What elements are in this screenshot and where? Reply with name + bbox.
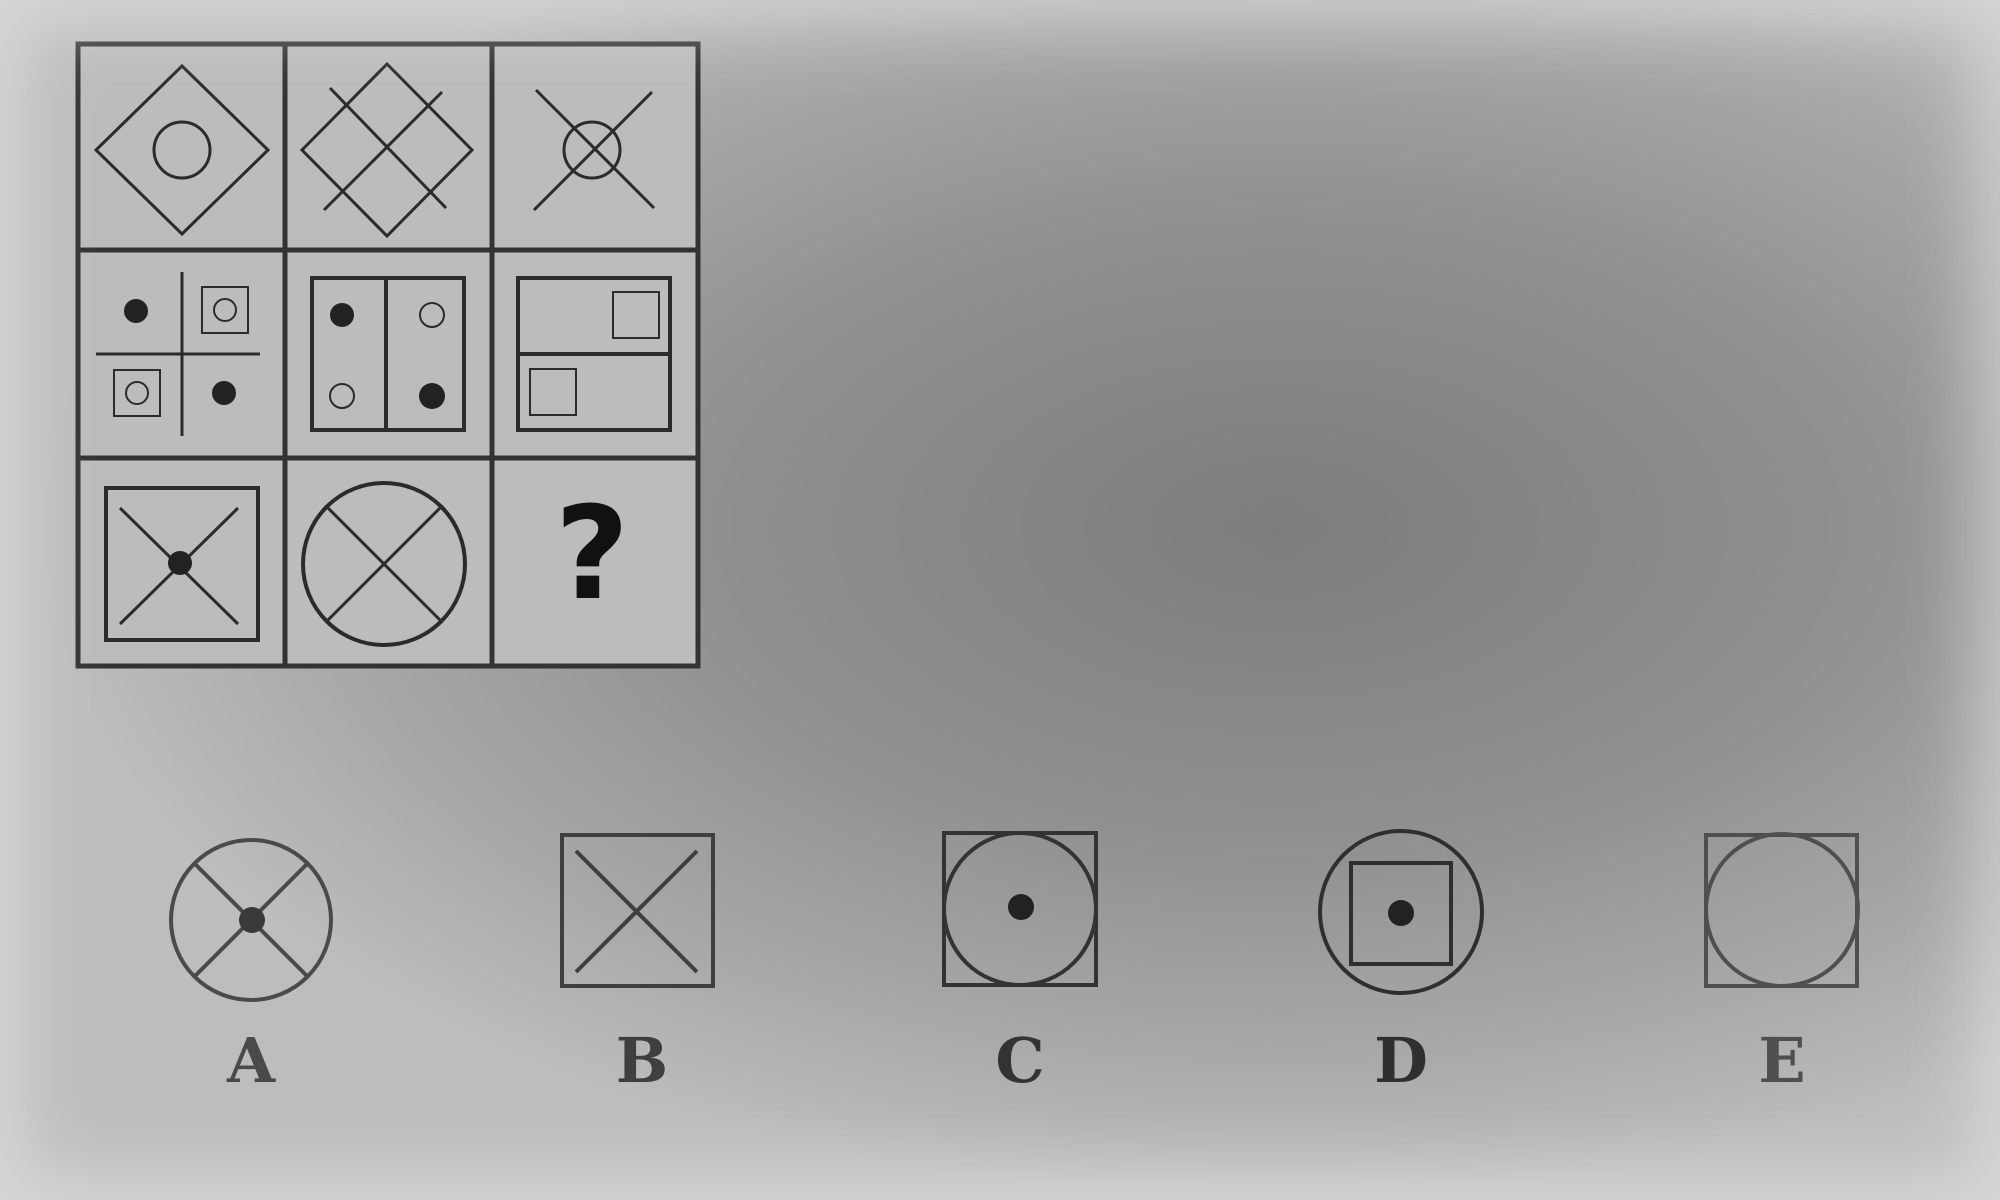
cell-r2c3-split-rectangle-with-squares-icon [516,276,672,432]
cell-r1c1-diamond-with-circle-icon [93,63,271,237]
option-a-label[interactable]: A [226,1024,276,1097]
option-a-circle-with-x-and-dot-icon[interactable] [169,838,333,1002]
option-e-label[interactable]: E [1758,1024,1806,1097]
option-e-square-with-circle-icon[interactable] [1704,832,1860,988]
option-b-square-with-x-icon[interactable] [560,833,715,988]
cell-r3c1-square-with-x-and-dot-icon [104,486,260,642]
option-b-label[interactable]: B [615,1024,669,1097]
cell-r3c2-circle-with-x-icon [301,481,467,647]
option-d-label[interactable]: D [1374,1024,1428,1097]
puzzle-matrix: ? [75,41,701,669]
option-c-square-with-circle-and-dot-icon[interactable] [942,831,1098,987]
missing-cell-question-mark: ? [555,480,629,629]
cell-r2c1-plus-with-dots-and-squares-icon [96,272,260,436]
option-c-label[interactable]: C [995,1024,1045,1097]
cell-r1c2-diamond-with-cross-lines-icon [299,61,475,239]
cell-r3c3-question-mark-icon: ? [555,480,629,629]
answer-options [169,829,1860,1002]
cell-r2c2-split-rectangle-with-dots-icon [310,276,466,432]
matrix-grid [75,41,701,669]
cell-r1c3-x-lines-with-circle-icon [532,88,656,212]
option-d-circle-with-square-and-dot-icon[interactable] [1318,829,1484,995]
